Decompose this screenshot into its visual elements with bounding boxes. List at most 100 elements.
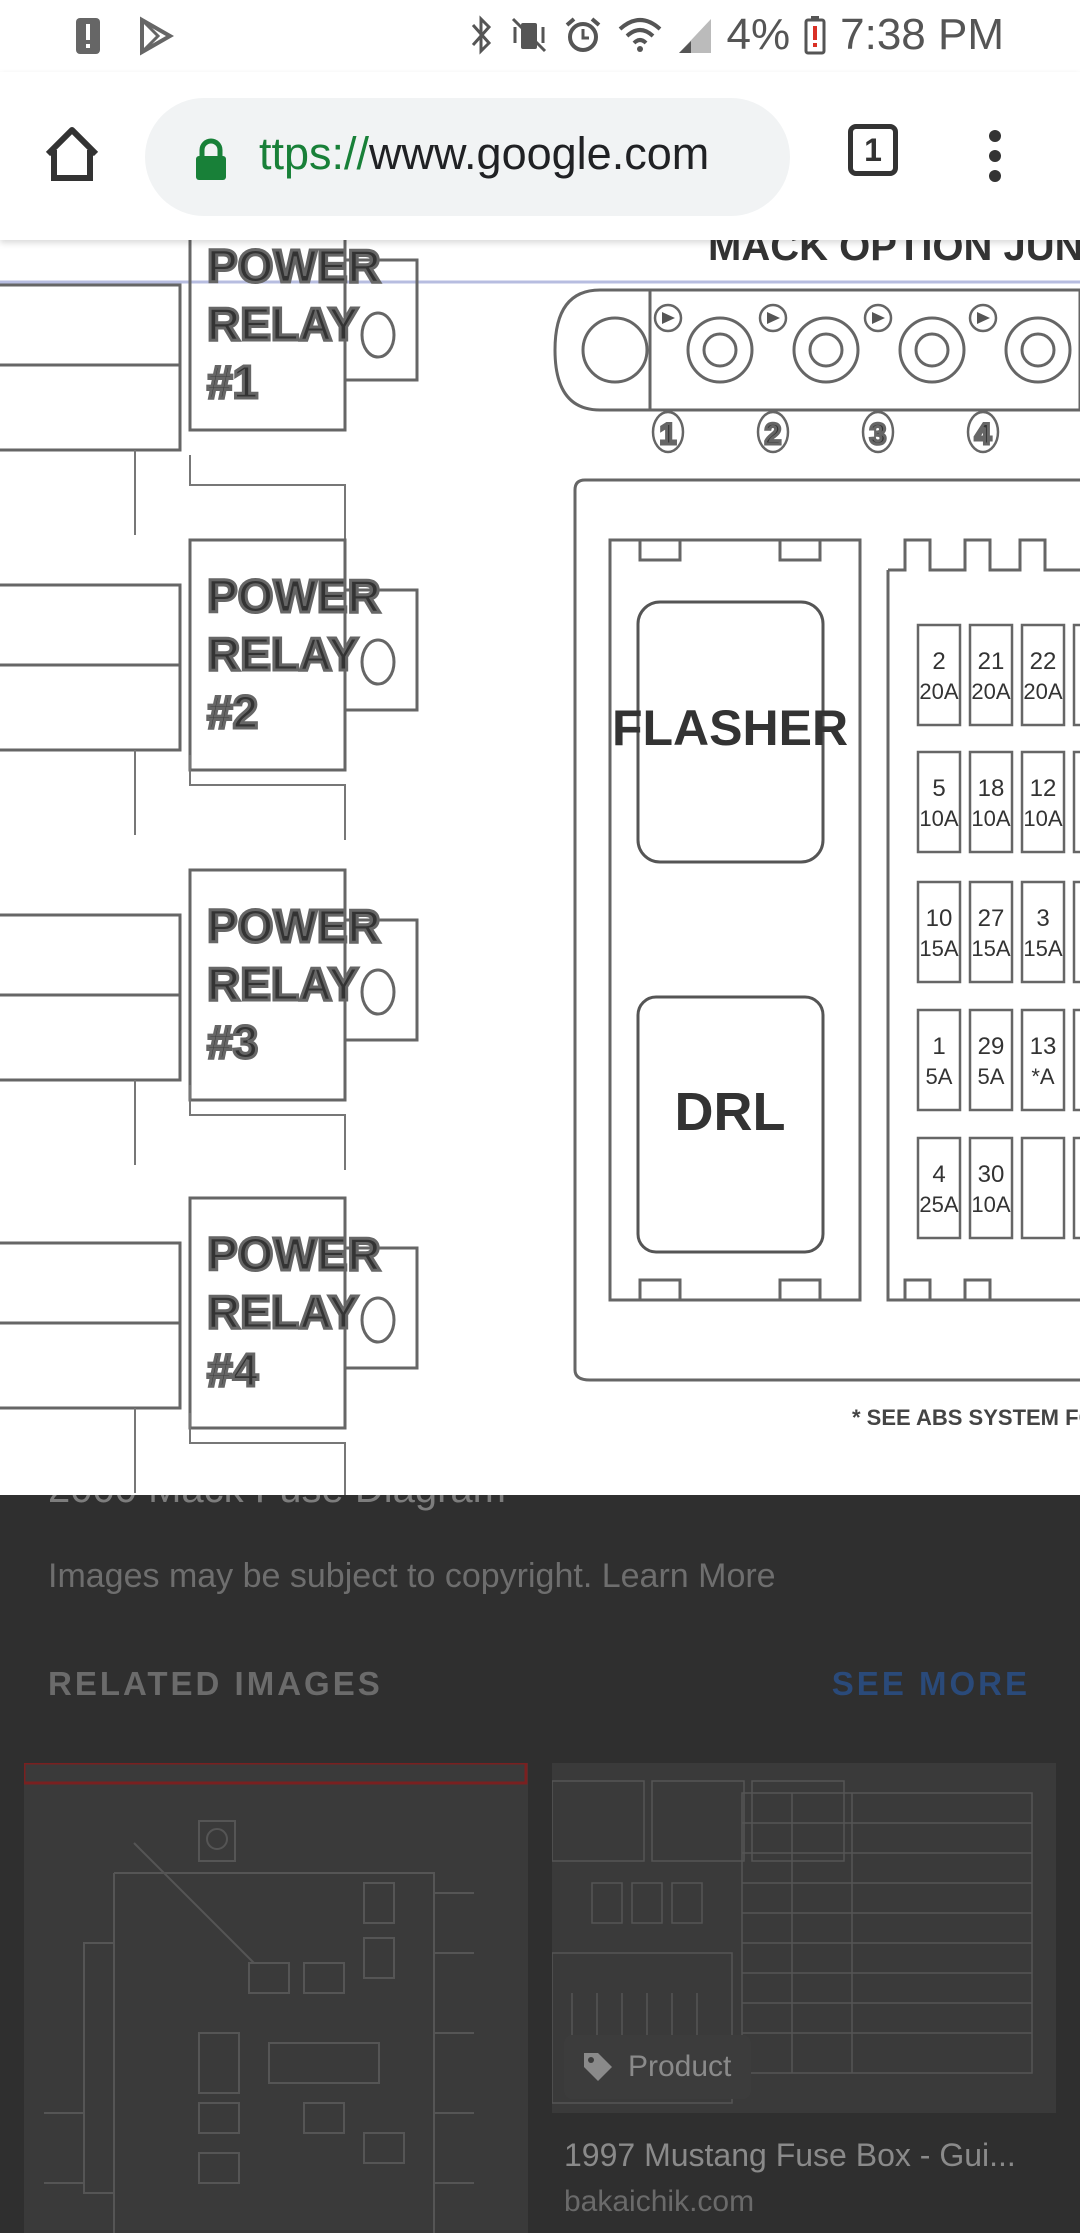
- fuse-number: 18: [978, 775, 1005, 802]
- power-relay-2: POWER RELAY #2: [0, 538, 419, 840]
- fuse-rating: 5A: [978, 1064, 1005, 1089]
- clock: 7:38 PM: [840, 10, 1004, 59]
- footnote: * SEE ABS SYSTEM FOR: [852, 1405, 1080, 1430]
- related-image-thumbnail-2[interactable]: [552, 1763, 1056, 2113]
- fuse-number: 10: [926, 905, 953, 932]
- relay-number: #4: [207, 1344, 259, 1396]
- related-image-title[interactable]: 1997 Mustang Fuse Box - Gui...: [564, 2137, 1016, 2173]
- bluetooth-icon: [471, 15, 491, 55]
- fuse-slot: [1020, 1136, 1066, 1240]
- copyright-notice: Images may be subject to copyright. Lear…: [48, 1557, 776, 1596]
- learn-more-link[interactable]: Learn More: [601, 1557, 776, 1595]
- product-badge-label: Product: [628, 2050, 732, 2083]
- drl-relay: [636, 995, 825, 1254]
- fuse-slot: 13*A: [1020, 1008, 1066, 1112]
- connector-number: 4: [975, 418, 992, 451]
- relay-number: #3: [207, 1016, 258, 1068]
- drl-label: DRL: [675, 1082, 786, 1142]
- fuse-rating: 15A: [971, 936, 1010, 961]
- signal-icon: [678, 19, 711, 53]
- status-bar: 4% 7:38 PM: [0, 0, 1080, 72]
- home-button[interactable]: [40, 122, 104, 186]
- fuse-slot: 15A: [916, 1008, 962, 1112]
- lock-icon: [196, 138, 226, 180]
- fuse-rating: 10A: [1023, 806, 1062, 831]
- fuse-rating: 20A: [919, 679, 958, 704]
- fuse-rating: 10A: [971, 1192, 1010, 1217]
- related-image-thumbnail[interactable]: [24, 1763, 528, 2233]
- play-store-icon: [140, 16, 174, 56]
- address-bar[interactable]: ttps://www.google.com: [145, 98, 790, 216]
- relay-number: #1: [207, 356, 258, 408]
- power-relay-4: POWER RELAY #4: [0, 1196, 419, 1495]
- copyright-text: Images may be subject to copyright.: [48, 1557, 593, 1595]
- connector-number: 1: [660, 418, 677, 451]
- fuse-diagram-image: MACK OPTION JUNC POWERRELAY#1POWERRELAY#…: [0, 240, 1080, 1495]
- wifi-icon: [618, 18, 661, 52]
- connector-pin: [898, 316, 966, 384]
- connector-pin: [1004, 316, 1072, 384]
- fuse-number: 3: [1036, 905, 1049, 932]
- relay-label-line2: RELAY: [207, 298, 359, 350]
- fuse-number: 5: [932, 775, 945, 802]
- connector-strip: 1 2 3 4: [553, 288, 1080, 454]
- relay-label-line1: POWER: [207, 1228, 381, 1280]
- relay-label-line2: RELAY: [207, 1286, 359, 1338]
- fuse-rating: 15A: [919, 936, 958, 961]
- fuse-rating: 20A: [971, 679, 1010, 704]
- fuse-rating: 10A: [919, 806, 958, 831]
- fuse-grid: 220A2120A2220A510A1810A1210A1015A2715A31…: [916, 623, 1080, 1240]
- fuse-number: 27: [978, 905, 1005, 932]
- overflow-menu-icon: [989, 130, 1001, 142]
- flasher-relay: [636, 600, 825, 864]
- fuse-rating: 15A: [1023, 936, 1062, 961]
- fuse-rating: 20A: [1023, 679, 1062, 704]
- relay-label-line1: POWER: [207, 570, 381, 622]
- relay-number: #2: [207, 686, 258, 738]
- fuse-number: 21: [978, 648, 1005, 675]
- fuse-number: 13: [1030, 1033, 1057, 1060]
- connector-number: 3: [870, 418, 887, 451]
- fuse-rating: 5A: [926, 1064, 953, 1089]
- fuse-number: 30: [978, 1161, 1005, 1188]
- tab-switcher-button[interactable]: 1: [848, 124, 898, 176]
- product-badge: Product: [564, 2035, 752, 2099]
- browser-toolbar: ttps://www.google.com 1: [0, 72, 1080, 240]
- relay-column: POWERRELAY#1POWERRELAY#2POWERRELAY#3POWE…: [0, 240, 419, 1495]
- connector-number: 2: [765, 418, 782, 451]
- battery-low-icon: [804, 16, 826, 55]
- see-more-link[interactable]: SEE MORE: [831, 1665, 1030, 1702]
- fuse-number: 2: [932, 648, 945, 675]
- diagram-header: MACK OPTION JUNC: [708, 240, 1080, 269]
- relay-label-line1: POWER: [207, 240, 381, 292]
- related-fuse-diagram-image: [24, 1763, 528, 2233]
- alert-icon: [76, 18, 100, 54]
- junction-block-outline: [573, 478, 1080, 1382]
- overflow-menu-button[interactable]: [980, 130, 1010, 190]
- relay-label-line1: POWER: [207, 900, 381, 952]
- fuse-number: 1: [932, 1033, 945, 1060]
- url-scheme: ttps://: [259, 128, 370, 179]
- relay-label-line2: RELAY: [207, 628, 359, 680]
- related-image-source: bakaichik.com: [564, 2185, 755, 2218]
- flasher-label: FLASHER: [612, 700, 848, 756]
- fuse-rating: 10A: [971, 806, 1010, 831]
- image-info-panel: 2000 Mack Fuse Diagram Images may be sub…: [0, 1467, 1080, 2233]
- url-text[interactable]: ttps://www.google.com: [259, 128, 709, 180]
- battery-percent: 4%: [726, 10, 791, 59]
- tag-icon: [584, 2053, 612, 2081]
- alarm-icon: [565, 17, 600, 52]
- vibrate-mute-icon: [511, 17, 546, 53]
